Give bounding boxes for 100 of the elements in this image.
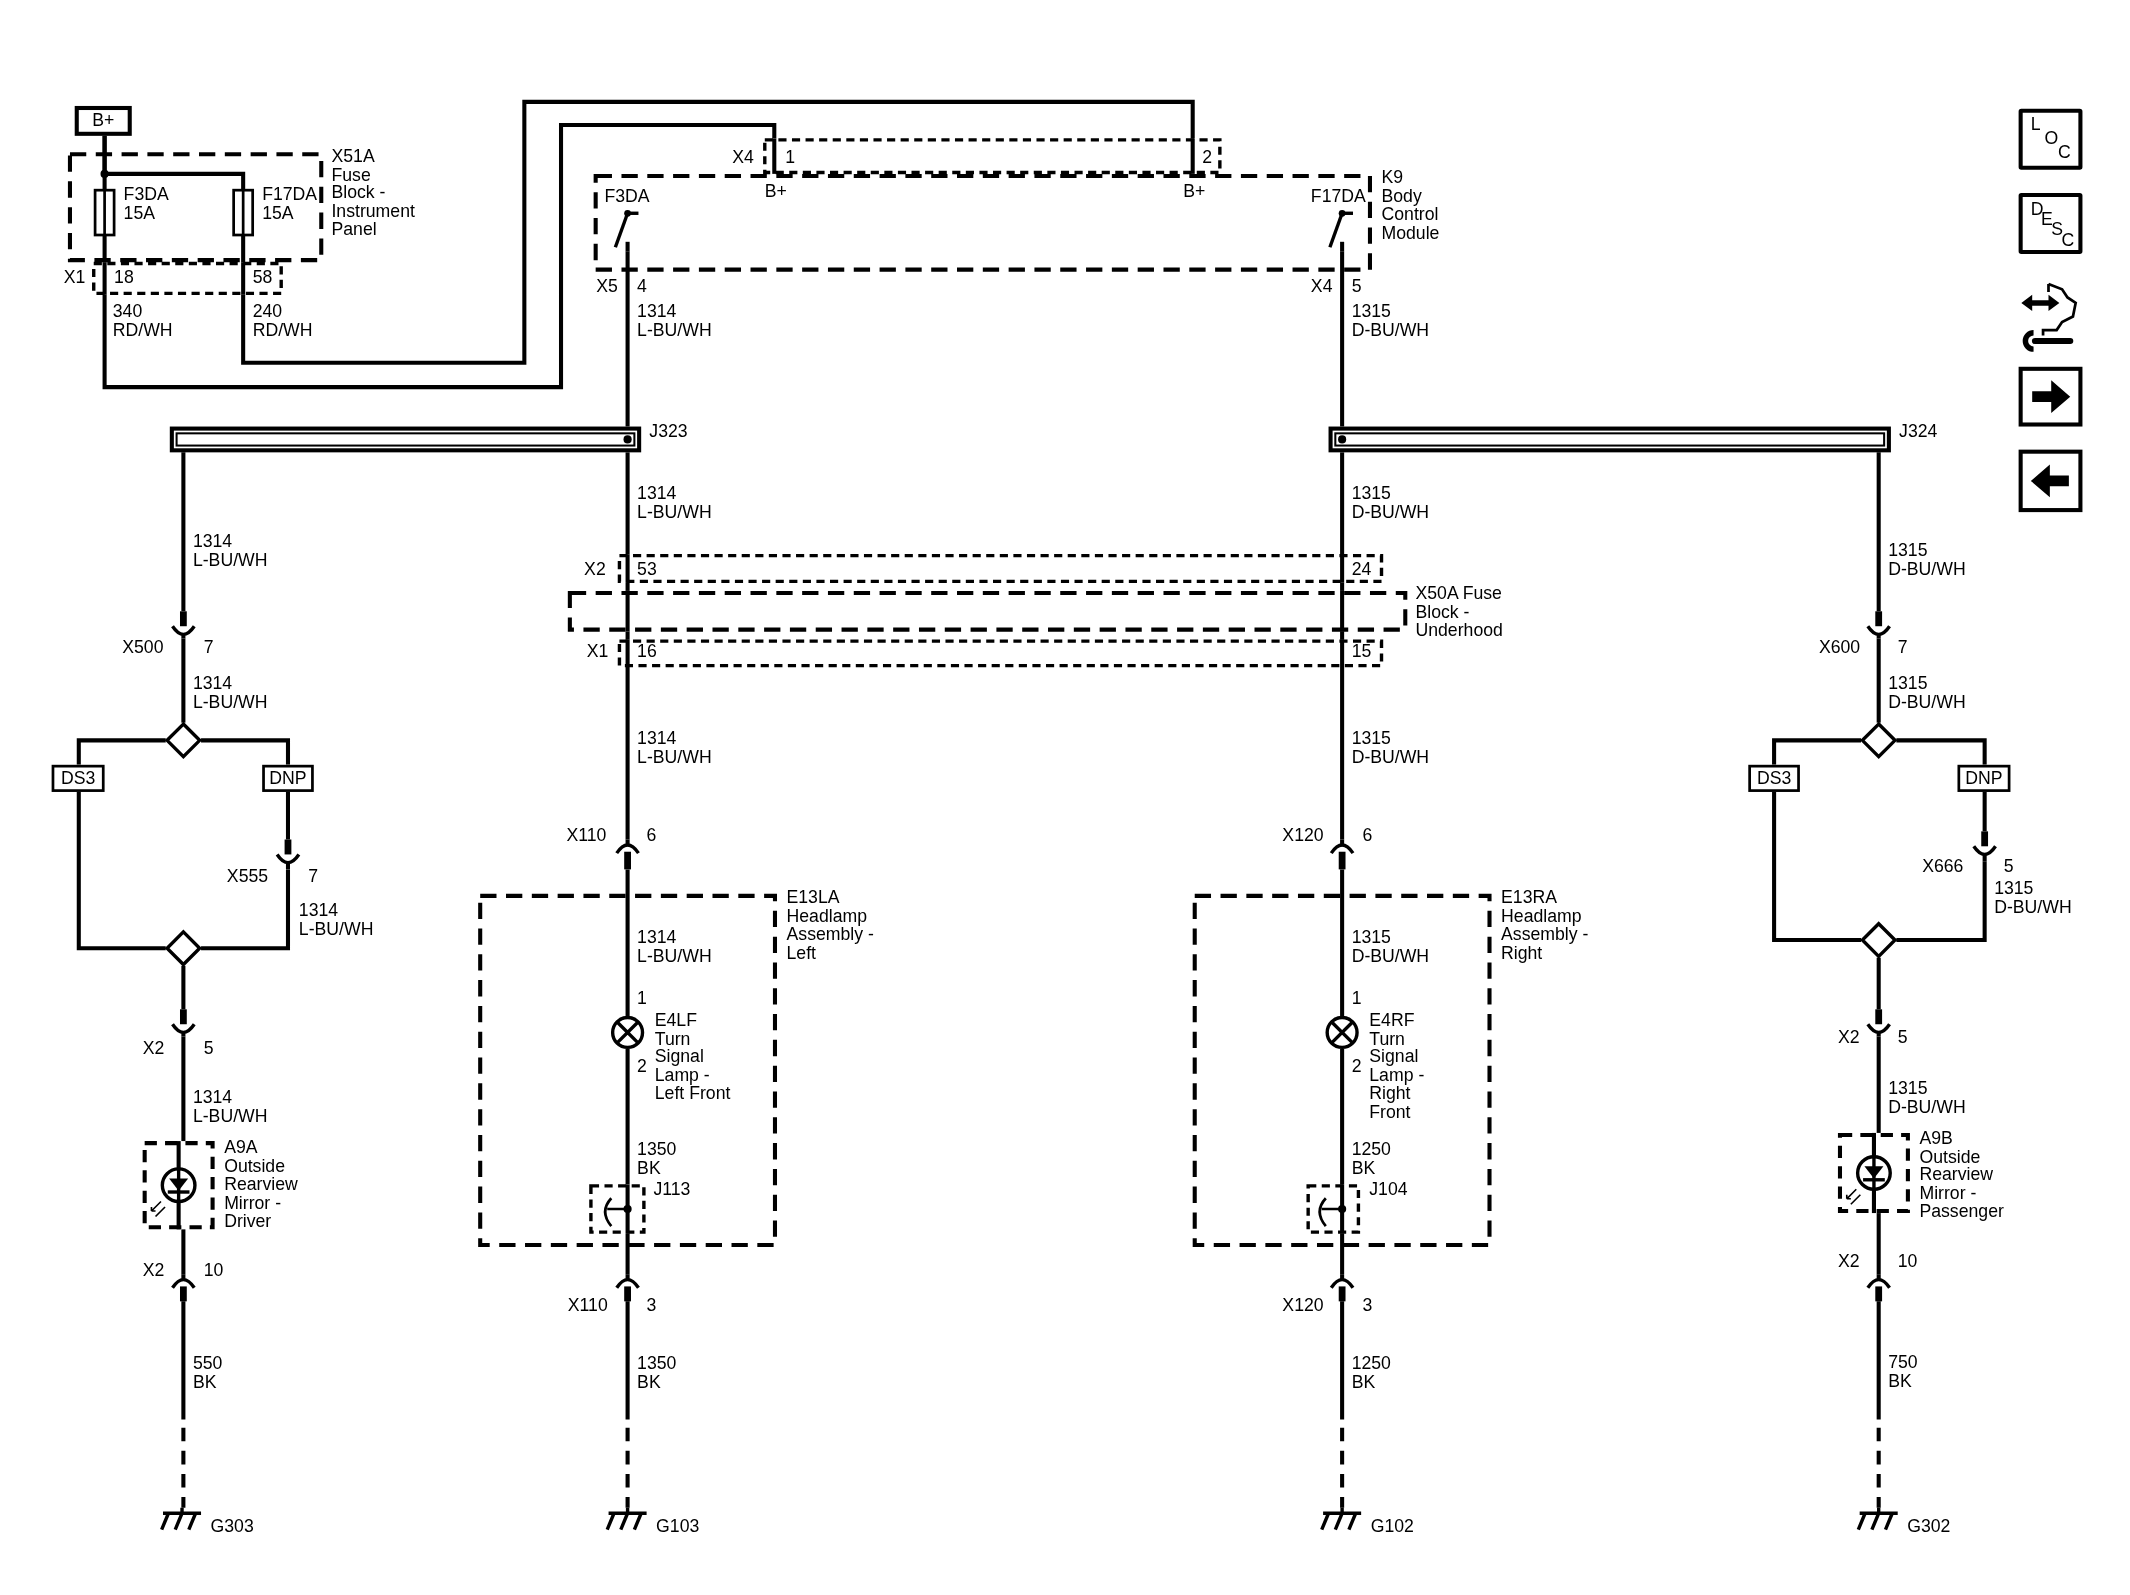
wire: [1340, 251, 1345, 427]
pin-number: 1: [785, 148, 795, 167]
wire: [76, 738, 166, 765]
component-label: A9A Outside Rearview Mirror - Driver: [224, 1138, 299, 1231]
wire: [1982, 791, 1987, 832]
pin-number: 7: [308, 866, 319, 885]
wire: [1340, 869, 1345, 1017]
component-label: E4RF Turn Signal Lamp - Right Front: [1369, 1010, 1426, 1121]
connector-label: X1: [63, 267, 86, 286]
power-terminal-box: B+: [74, 105, 132, 136]
pin-label: 2: [1351, 1056, 1362, 1076]
option-box: DS3: [1748, 764, 1800, 792]
ground-label: G303: [210, 1517, 254, 1536]
wire: [181, 1229, 186, 1275]
splice-label: J324: [1899, 422, 1938, 441]
connector-label: X2: [142, 1260, 165, 1279]
text-button: LOC: [2018, 108, 2083, 170]
wire: [625, 251, 630, 427]
connector-label: X1: [586, 642, 609, 661]
wire: [1772, 738, 1862, 765]
splice-label: J104: [1369, 1180, 1408, 1199]
pin-label: 1: [637, 988, 647, 1008]
connector-label: X4: [732, 148, 754, 167]
wire: [625, 1233, 630, 1275]
ground-label: G302: [1907, 1517, 1951, 1536]
wire: [625, 582, 630, 591]
connector-label: X110: [567, 1295, 608, 1315]
pin-number: 58: [252, 267, 273, 286]
pin-number: 5: [1897, 1028, 1908, 1047]
wire: [625, 1301, 630, 1508]
connector-label: X2: [1837, 1252, 1860, 1271]
connector-label: X2: [584, 559, 606, 578]
connector-label: X600: [1818, 638, 1861, 657]
wire-label: 1250 BK: [1351, 1354, 1393, 1391]
pin-number: 24: [1351, 559, 1372, 578]
pin-number: 5: [203, 1039, 214, 1058]
connector-label: X110: [566, 825, 607, 845]
option-box: DS3: [51, 764, 105, 792]
component-label: A9B Outside Rearview Mirror - Passenger: [1919, 1128, 2005, 1221]
wire-label: 1250 BK: [1351, 1139, 1393, 1177]
pin-number: 15: [1351, 642, 1372, 661]
wire: [76, 791, 166, 951]
pin-number: 10: [1897, 1252, 1918, 1271]
wire: [102, 122, 777, 390]
pin-label: X5: [596, 277, 618, 296]
ground-label: G103: [656, 1517, 700, 1536]
pin-label: X4: [1310, 277, 1333, 296]
wire: [1876, 452, 1881, 612]
switch-label: F17DA: [1310, 187, 1366, 206]
connector-label: X120: [1282, 1295, 1324, 1315]
connector-label: X120: [1282, 825, 1324, 845]
wire: [1340, 631, 1345, 640]
wire: [625, 1048, 630, 1185]
wire: [1876, 1301, 1881, 1508]
switch-label: F3DA: [604, 187, 650, 206]
wire-label: 1350 BK: [637, 1139, 678, 1177]
pin-label: 4: [637, 277, 647, 296]
wire: [1340, 1048, 1345, 1185]
wire: [1876, 957, 1881, 1010]
wire: [1340, 452, 1345, 555]
pin-number: 53: [637, 559, 657, 578]
wire: [1340, 1301, 1345, 1508]
wire: [201, 738, 291, 765]
wire: [625, 869, 630, 1017]
pin-number: 3: [1362, 1295, 1373, 1315]
pin-label: B+: [1183, 182, 1206, 201]
connector-label: X500: [122, 638, 164, 657]
wire: [1340, 1233, 1345, 1275]
splice-label: J323: [649, 422, 688, 441]
connector-label: X2: [1837, 1028, 1860, 1047]
wire: [241, 99, 1195, 365]
pin-number: 5: [2003, 857, 2014, 876]
fuse-label: F3DA 15A: [123, 184, 170, 222]
connector-label: X2: [142, 1039, 165, 1058]
wire: [241, 235, 246, 263]
pin-number: 2: [1202, 148, 1213, 167]
wire: [1772, 791, 1862, 943]
connector-label: X555: [226, 866, 269, 885]
pin-number: 7: [1897, 638, 1908, 657]
fuse-label: F17DA 15A: [262, 184, 318, 222]
pin-label: B+: [764, 182, 787, 201]
pin-number: 7: [203, 638, 214, 657]
splice-label: J113: [653, 1180, 691, 1199]
wire: [625, 631, 630, 640]
wire: [1876, 638, 1881, 723]
pin-label: 2: [637, 1056, 647, 1076]
pin-number: 10: [203, 1260, 224, 1279]
connector-label: X666: [1922, 857, 1964, 876]
pin-number: 18: [114, 267, 134, 286]
wire: [1896, 861, 1987, 943]
ground-label: G102: [1370, 1517, 1414, 1536]
text-button: DESC: [2018, 192, 2083, 254]
wire: [285, 791, 291, 840]
wire: [102, 135, 246, 191]
wire-label: 1350 BK: [637, 1354, 678, 1391]
pin-label: 1: [1351, 988, 1362, 1008]
wire: [625, 452, 630, 555]
wire: [181, 965, 186, 1010]
pin-label: 5: [1351, 277, 1362, 296]
component-label: X50A Fuse Block - Underhood: [1415, 584, 1504, 640]
